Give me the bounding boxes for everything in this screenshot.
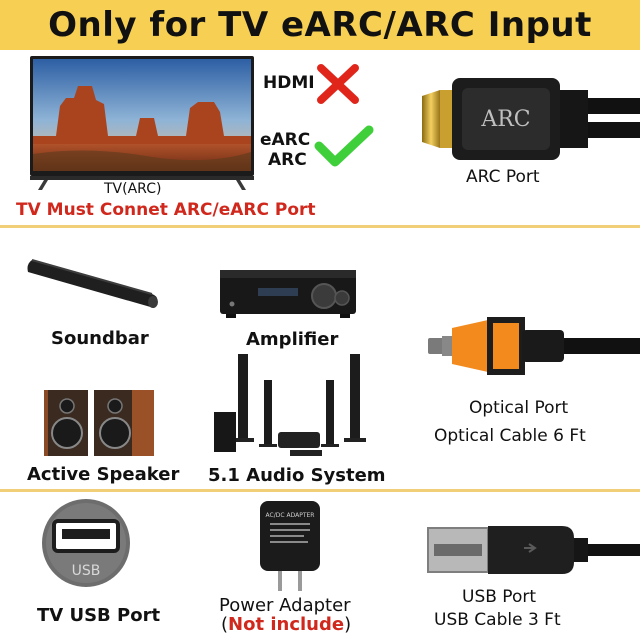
usb-cable-label: USB Cable 3 Ft xyxy=(434,610,561,630)
optical-cable-label: Optical Cable 6 Ft xyxy=(434,426,586,446)
adapter-print-title: AC/DC ADAPTER xyxy=(266,512,315,519)
adapter-paren-open: ( xyxy=(221,614,229,635)
power-adapter-label: Power Adapter xyxy=(219,595,351,616)
divider-bottom xyxy=(0,489,640,492)
adapter-paren-close: ) xyxy=(344,614,352,635)
optical-port-label: Optical Port xyxy=(469,398,569,418)
audio-system-label: 5.1 Audio System xyxy=(208,465,386,486)
page-title: Only for TV eARC/ARC Input xyxy=(48,5,592,45)
active-speaker-image xyxy=(44,390,154,456)
adapter-note: (Not include) xyxy=(221,614,351,635)
hdmi-label: HDMI xyxy=(263,73,315,93)
usb-port-label: USB Port xyxy=(462,587,537,607)
tv-image xyxy=(30,56,254,190)
soundbar-image xyxy=(27,259,158,308)
tv-warning-text: TV Must Connet ARC/eARC Port xyxy=(16,200,316,220)
hdmi-arc-connector-image: ARC xyxy=(422,78,640,160)
arc-port-label: ARC Port xyxy=(466,167,540,187)
tv-usb-port-image: USB xyxy=(42,499,130,587)
active-speaker-label: Active Speaker xyxy=(27,464,180,485)
usb-cable-image xyxy=(427,526,640,574)
amplifier-label: Amplifier xyxy=(246,329,339,350)
connector-arc-text: ARC xyxy=(480,107,530,132)
usb-badge-text: USB xyxy=(72,563,101,579)
power-adapter-image: AC/DC ADAPTER xyxy=(260,501,320,591)
amplifier-image xyxy=(220,270,356,318)
soundbar-label: Soundbar xyxy=(51,328,149,349)
title-banner: Only for TV eARC/ARC Input xyxy=(0,0,640,50)
tv-label: TV(ARC) xyxy=(104,181,162,197)
cross-icon xyxy=(317,64,359,104)
tv-usb-port-label: TV USB Port xyxy=(37,605,161,626)
not-included-text: Not include xyxy=(228,614,345,635)
check-icon xyxy=(314,125,374,167)
optical-cable-image xyxy=(428,317,640,375)
earc-label: eARC xyxy=(260,130,311,150)
divider-top xyxy=(0,225,640,228)
arc-label: ARC xyxy=(268,150,307,170)
audio-system-image xyxy=(214,354,366,456)
